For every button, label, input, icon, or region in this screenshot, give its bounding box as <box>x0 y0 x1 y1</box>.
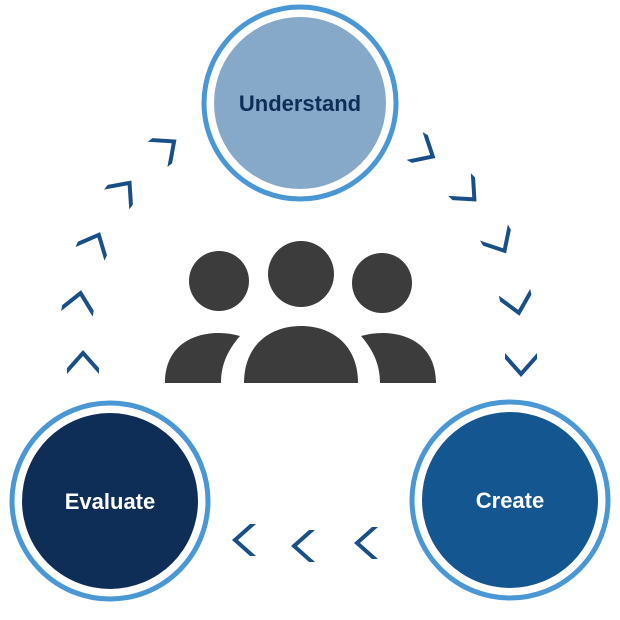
chevron-icon <box>448 173 477 202</box>
arrows-evaluate-to-understand <box>61 138 177 374</box>
person-left-body <box>165 333 240 383</box>
node-understand-label: Understand <box>239 91 361 116</box>
chevron-icon <box>104 180 133 210</box>
chevron-icon <box>61 290 94 317</box>
node-create-circle <box>422 412 598 588</box>
chevron-icon <box>406 132 436 163</box>
chevron-icon <box>147 138 177 167</box>
node-create: Create <box>409 399 611 601</box>
chevron-icon <box>67 350 99 374</box>
person-right-head <box>352 253 412 313</box>
arrows-understand-to-create <box>406 132 537 377</box>
chevron-icon <box>505 353 537 377</box>
person-middle-head <box>268 241 334 307</box>
chevron-icon <box>480 224 511 254</box>
node-evaluate: Evaluate <box>9 400 211 602</box>
chevron-icon <box>498 288 532 316</box>
person-middle-body <box>244 326 358 383</box>
chevron-icon <box>232 524 256 556</box>
chevron-icon <box>354 527 378 559</box>
node-create-label: Create <box>476 488 544 513</box>
node-evaluate-label: Evaluate <box>65 489 156 514</box>
chevron-icon <box>291 530 315 562</box>
arrows-create-to-evaluate <box>232 524 378 562</box>
node-evaluate-circle <box>22 413 198 589</box>
chevron-icon <box>75 232 107 261</box>
node-understand: Understand <box>201 4 399 202</box>
person-right-body <box>361 333 436 383</box>
group-of-people-icon <box>165 241 436 383</box>
node-understand-circle <box>214 17 386 189</box>
person-left-head <box>189 251 249 311</box>
